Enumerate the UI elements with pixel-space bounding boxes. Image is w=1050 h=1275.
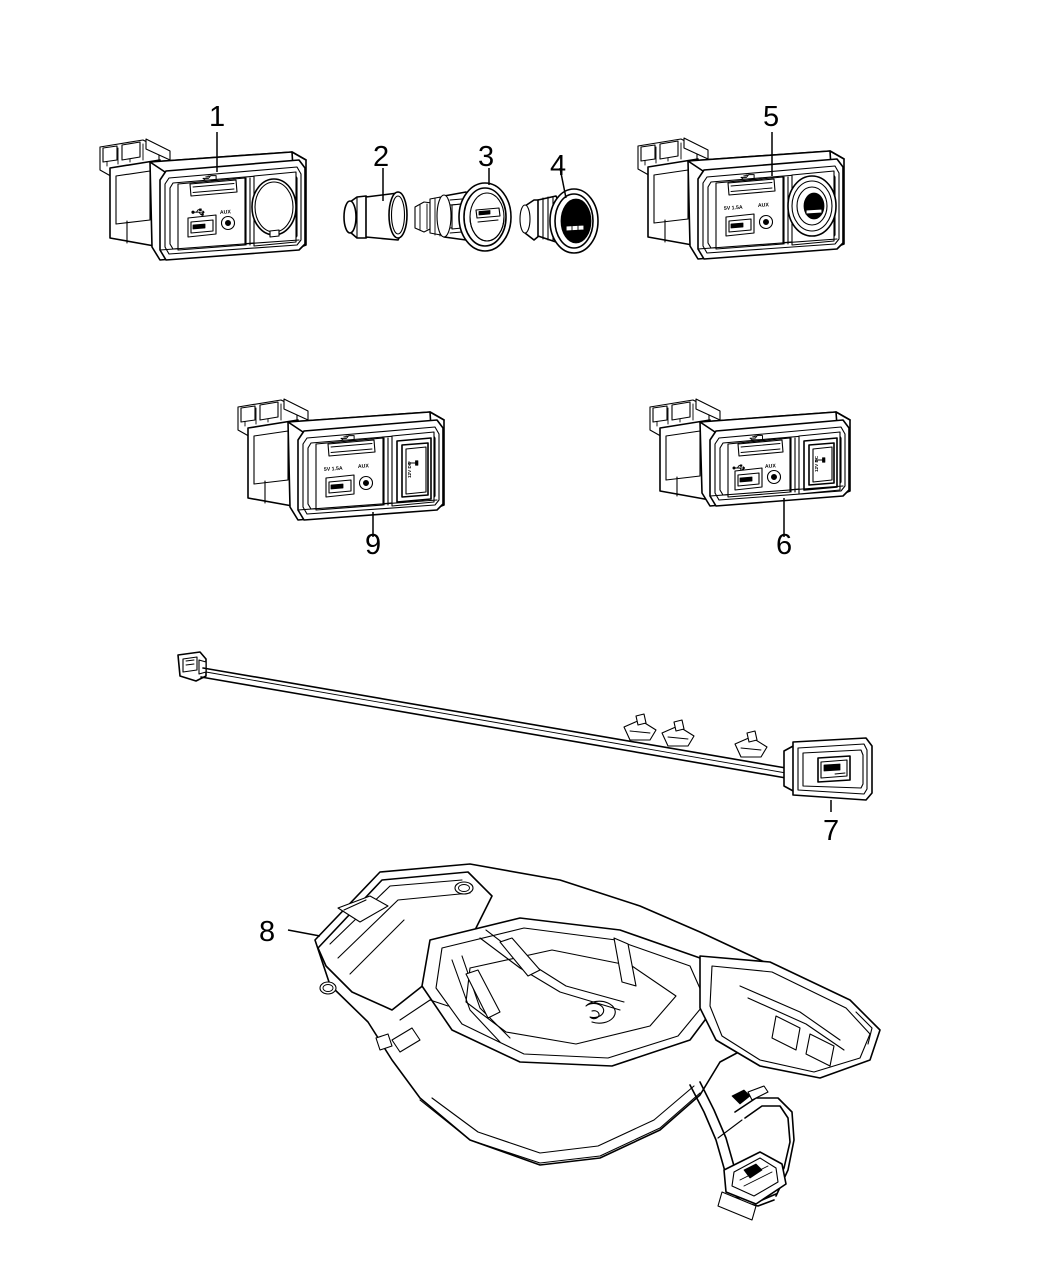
part-5-media-hub-lighter: 5V 1.5A AUX (637, 132, 845, 260)
part-8-console-bin-base (287, 863, 881, 1221)
part-7-usb-extension-cable (177, 651, 873, 812)
cable-clip-2 (661, 719, 695, 747)
callout-3: 3 (478, 141, 495, 173)
usb-power-label-part9: 5V 1.5A (324, 466, 343, 473)
part-2-lighter-element (343, 168, 408, 241)
leader-8 (287, 929, 321, 937)
part-6-media-hub-12vdc: AUX 12V DC (649, 398, 851, 537)
cable-clip-3 (734, 730, 768, 758)
callout-2: 2 (373, 141, 390, 173)
aux-label-part5: AUX (758, 202, 770, 209)
callout-4: 4 (550, 150, 567, 182)
callout-5: 5 (763, 101, 780, 133)
part-1-media-hub: AUX (99, 132, 307, 261)
dc-label-part6: 12V DC (814, 455, 819, 472)
callout-7: 7 (823, 815, 840, 847)
cable-clip-1 (623, 713, 657, 741)
part-9-media-hub-12vdc: 5V 1.5A AUX 12V DC (237, 398, 445, 537)
part-4-lighter-socket (519, 167, 599, 254)
aux-label-part9: AUX (358, 463, 370, 470)
callout-9: 9 (365, 529, 382, 561)
callout-6: 6 (776, 529, 793, 561)
aux-label-part1: AUX (220, 209, 232, 216)
callout-8: 8 (259, 916, 276, 948)
part-3-outlet-receptacle (414, 168, 512, 252)
usb-power-label-part5: 5V 1.5A (724, 205, 743, 212)
aux-label-part6: AUX (765, 463, 777, 470)
dc-label-part9: 12V DC (407, 461, 412, 478)
leader-4 (559, 167, 567, 199)
callout-1: 1 (209, 101, 226, 133)
